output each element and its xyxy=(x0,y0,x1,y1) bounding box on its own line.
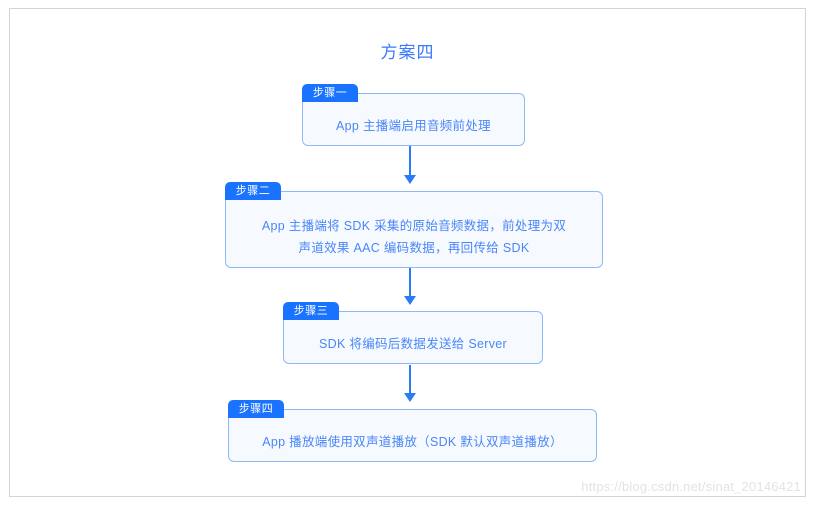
step-box-2 xyxy=(225,191,603,268)
arrow-step1-to-step2 xyxy=(403,146,417,185)
page-title: 方案四 xyxy=(380,43,435,62)
step-tab-2: 步骤二 xyxy=(225,182,281,200)
step-group-1: 步骤一 App 主播端启用音频前处理 xyxy=(302,84,525,146)
step-text-2-line-2: 声道效果 AAC 编码数据，再回传给 SDK xyxy=(298,241,530,255)
step-box-1 xyxy=(302,93,525,146)
step-text-1: App 主播端启用音频前处理 xyxy=(336,119,491,133)
arrow-step2-to-step3 xyxy=(403,268,417,306)
step-group-3: 步骤三 SDK 将编码后数据发送给 Server xyxy=(283,302,543,364)
step-text-2-line-1: App 主播端将 SDK 采集的原始音频数据，前处理为双 xyxy=(261,219,567,233)
step-tab-3: 步骤三 xyxy=(283,302,339,320)
arrow-step3-to-step4 xyxy=(403,365,417,403)
step-group-2: 步骤二 App 主播端将 SDK 采集的原始音频数据，前处理为双 声道效果 AA… xyxy=(225,182,603,268)
watermark-text: https://blog.csdn.net/sinat_20146421 xyxy=(581,479,801,494)
step-text-4: App 播放端使用双声道播放（SDK 默认双声道播放） xyxy=(262,435,563,449)
step-tab-1: 步骤一 xyxy=(302,84,358,102)
step-text-3: SDK 将编码后数据发送给 Server xyxy=(319,337,507,351)
step-box-4 xyxy=(228,409,597,462)
step-tab-4: 步骤四 xyxy=(228,400,284,418)
step-group-4: 步骤四 App 播放端使用双声道播放（SDK 默认双声道播放） xyxy=(228,400,597,462)
